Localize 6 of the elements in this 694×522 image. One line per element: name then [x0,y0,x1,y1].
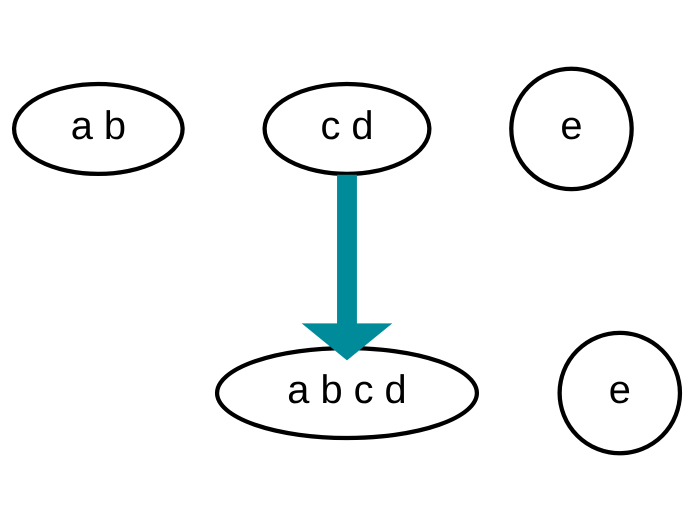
node-circle: e [557,330,682,456]
node-ellipse: c d [262,82,432,176]
node-circle: e [509,66,634,192]
node-ellipse: a b [12,82,185,176]
arrow [302,174,392,360]
node-ellipse: a b c d [214,346,480,440]
